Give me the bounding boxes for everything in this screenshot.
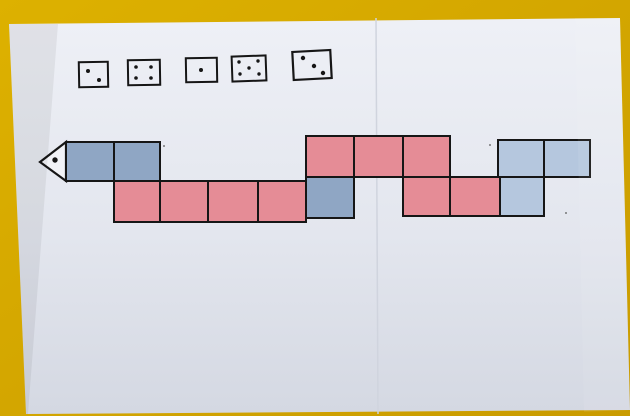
snake-cell-pink-3 xyxy=(208,181,258,222)
snake-cell-pink-2 xyxy=(160,181,208,222)
snake-board xyxy=(40,136,590,222)
snake-eye xyxy=(52,157,57,162)
snake-cell-pink-8 xyxy=(403,177,450,216)
snake-cell-blue-3 xyxy=(306,177,354,218)
paper-speck-2 xyxy=(489,144,491,146)
snake-cell-lightblue-2 xyxy=(498,140,544,177)
snake-cell-pink-5 xyxy=(306,136,354,177)
snake-cell-pink-4 xyxy=(258,181,306,222)
paper-speck-3 xyxy=(565,212,567,214)
snake-cell-lightblue-1 xyxy=(500,177,544,216)
snake-cell-blue-2 xyxy=(114,142,160,181)
snake-cell-pink-6 xyxy=(354,136,403,177)
paper-speck-1 xyxy=(163,145,165,147)
snake-cell-pink-9 xyxy=(450,177,500,216)
snake-cell-blue-1 xyxy=(66,142,114,181)
snake-cell-pink-7 xyxy=(403,136,450,177)
snake-cell-pink-1 xyxy=(114,181,160,222)
